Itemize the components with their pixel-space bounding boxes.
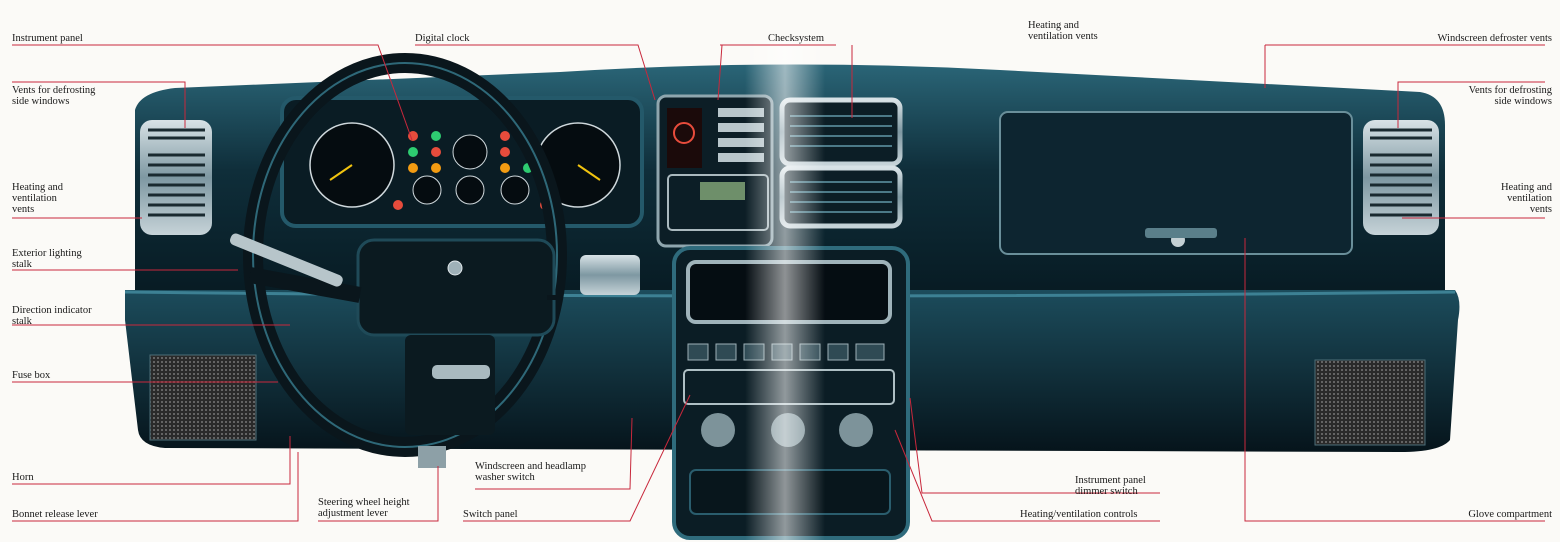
- label-exterior-lighting: Exterior lighting stalk: [12, 248, 82, 270]
- lancia-badge-icon: [447, 260, 463, 276]
- label-direction-indicator: Direction indicator stalk: [12, 305, 92, 327]
- label-digital-clock: Digital clock: [415, 33, 470, 44]
- label-fuse-box: Fuse box: [12, 370, 51, 381]
- label-switch-panel: Switch panel: [463, 509, 518, 520]
- steering-hub: [356, 238, 556, 337]
- steering-column: [418, 446, 446, 468]
- label-check-system: Checksystem: [768, 33, 824, 44]
- label-bonnet-release: Bonnet release lever: [12, 509, 98, 520]
- left-speaker-grille: [149, 354, 257, 441]
- label-steering-height: Steering wheel height adjustment lever: [318, 497, 410, 519]
- label-vents-defrost-right: Vents for defrosting side windows: [1468, 85, 1552, 107]
- right-speaker-grille: [1314, 359, 1426, 446]
- exterior-lighting-stalk: [230, 233, 343, 287]
- label-instrument-panel: Instrument panel: [12, 33, 83, 44]
- label-horn: Horn: [12, 472, 34, 483]
- label-heating-vents-left: Heating and ventilation vents: [12, 182, 64, 215]
- label-windscreen-defroster: Windscreen defroster vents: [1437, 33, 1552, 44]
- label-heating-vents-right: Heating and ventilation vents: [1500, 182, 1552, 215]
- label-glove-compartment: Glove compartment: [1468, 509, 1552, 520]
- direction-indicator-stalk: [580, 255, 640, 295]
- label-dimmer-switch: Instrument panel dimmer switch: [1075, 475, 1146, 497]
- warning-lights: [393, 131, 550, 210]
- label-vents-defrost-left: Vents for defrosting side windows: [12, 85, 96, 107]
- label-heating-vents-top: Heating and ventilation vents: [1028, 20, 1098, 42]
- label-heating-controls: Heating/ventilation controls: [1020, 509, 1138, 520]
- label-washer-switch: Windscreen and headlamp washer switch: [475, 461, 586, 483]
- glove-compartment-lid: [999, 111, 1353, 255]
- digital-clock-display: [700, 182, 745, 200]
- leader-lines: [12, 44, 1545, 522]
